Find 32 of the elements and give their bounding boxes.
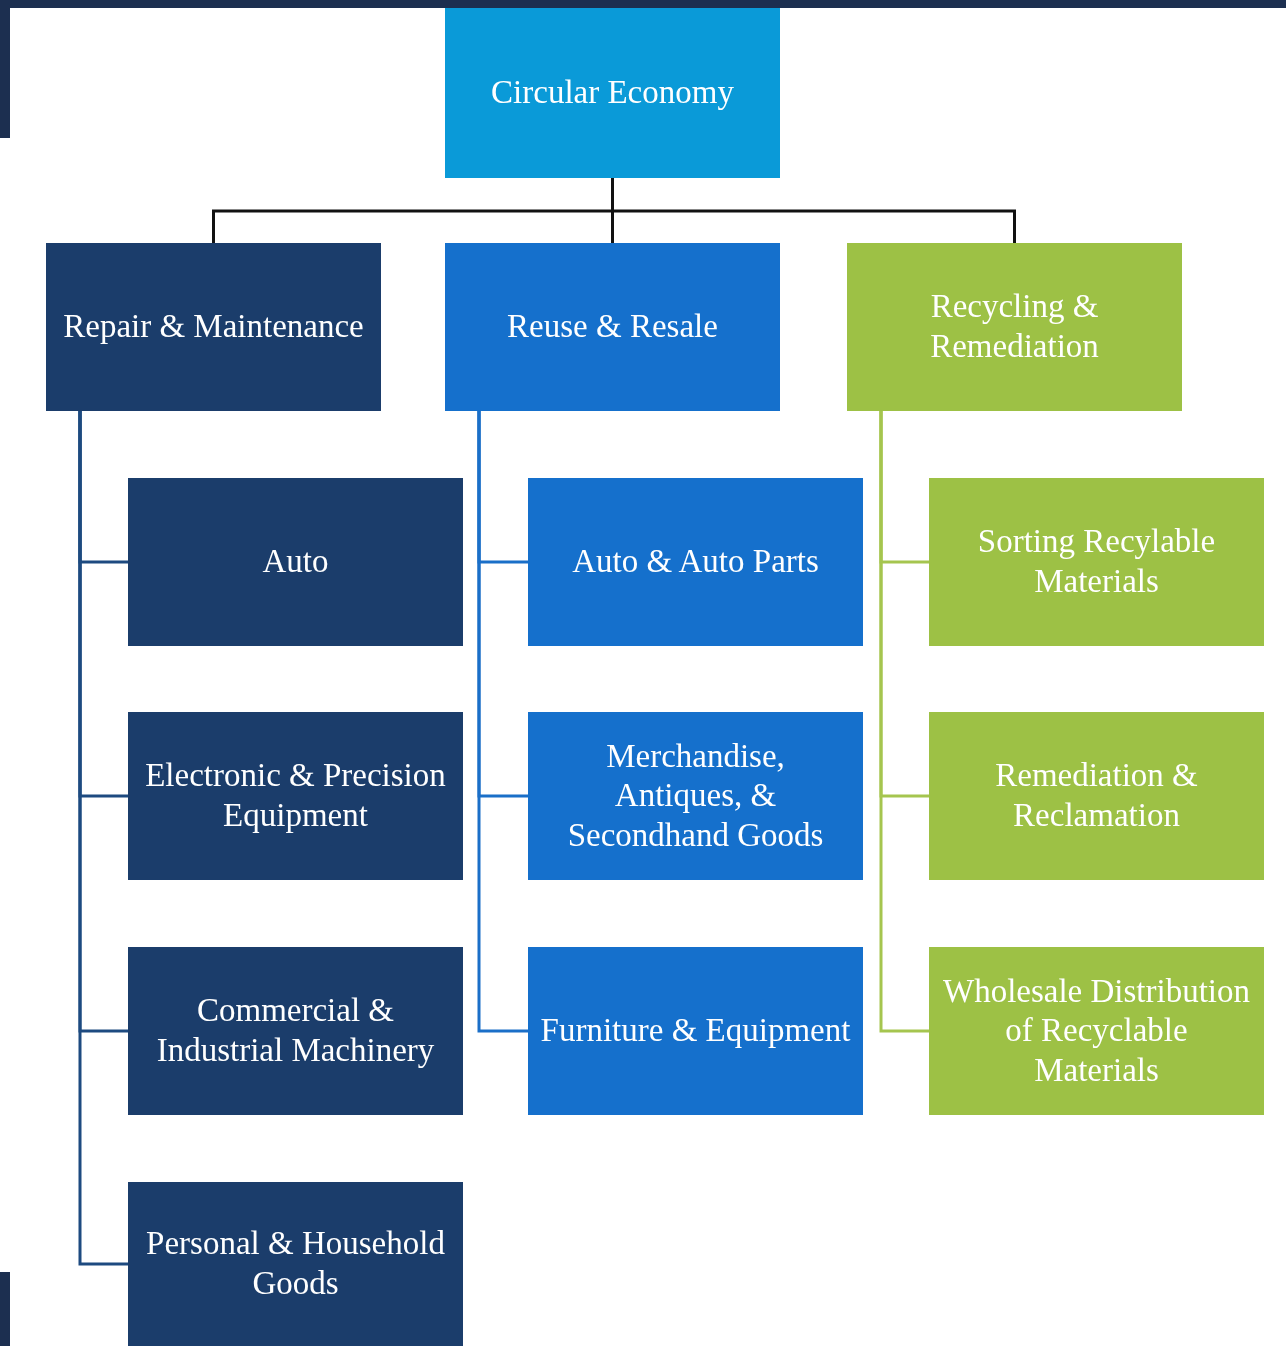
category-box <box>929 712 1264 880</box>
connector-line <box>611 178 1016 243</box>
category-label: Personal & Household Goods <box>145 1224 446 1303</box>
category-label: Remediation & Reclamation <box>994 756 1199 835</box>
category-label: Recycling & Remediation <box>929 287 1100 366</box>
category-label: Sorting Recylable Materials <box>976 522 1217 601</box>
category-box <box>128 712 463 880</box>
category-box <box>929 478 1264 646</box>
category-box <box>128 947 463 1115</box>
category-label: Electronic & Precision Equipment <box>144 756 447 835</box>
category-box <box>528 478 863 646</box>
category-label: Auto & Auto Parts <box>572 542 819 582</box>
category-label: Commercial & Industrial Machinery <box>155 991 436 1070</box>
category-box <box>46 243 381 411</box>
category-box <box>528 712 863 880</box>
category-box <box>929 947 1264 1115</box>
category-box <box>847 243 1182 411</box>
category-label: Merchandise, Antiques, & Secondhand Goods <box>566 736 825 855</box>
category-box <box>128 1182 463 1346</box>
category-label: Auto <box>262 542 329 582</box>
connector-line <box>78 411 128 1266</box>
connector-line <box>477 411 528 1033</box>
category-label: Furniture & Equipment <box>540 1011 851 1051</box>
category-box <box>128 478 463 646</box>
category-label: Reuse & Resale <box>507 307 718 347</box>
connector-line <box>879 411 929 1033</box>
category-box <box>528 947 863 1115</box>
category-box <box>445 243 780 411</box>
category-label: Circular Economy <box>491 73 734 113</box>
category-box <box>445 8 780 178</box>
category-label: Repair & Maintenance <box>63 307 364 347</box>
category-label: Wholesale Distribution of Recyclable Materials <box>942 971 1251 1090</box>
